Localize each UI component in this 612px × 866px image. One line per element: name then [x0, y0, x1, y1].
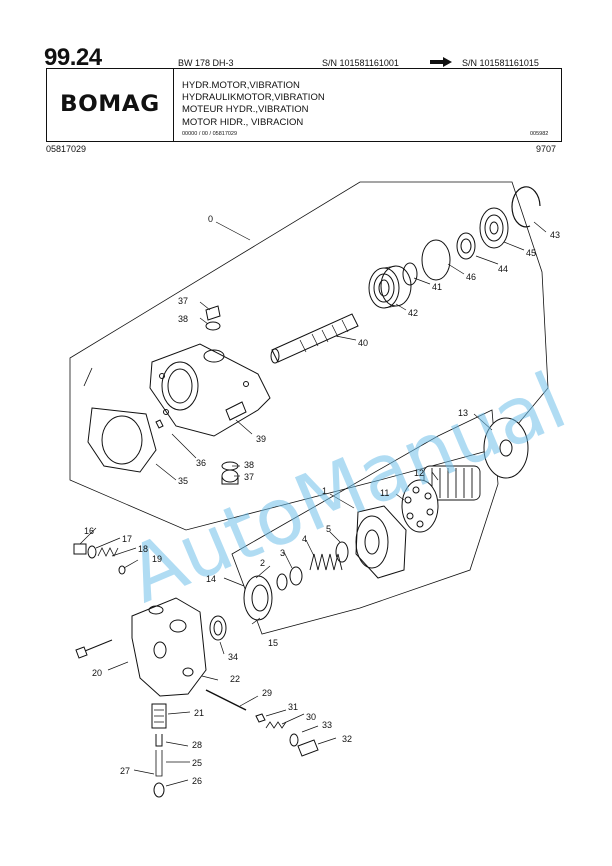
callout: 12 [414, 468, 424, 478]
plug-bottom-part [221, 461, 239, 485]
title-list: HYDR.MOTOR,VIBRATION HYDRAULIKMOTOR,VIBR… [182, 80, 325, 129]
callout: 4 [302, 534, 307, 544]
callout-labels: 0 1 2 3 4 5 11 12 13 14 15 16 17 18 19 2… [84, 214, 560, 786]
leader-lines [79, 221, 547, 787]
callout: 15 [268, 638, 278, 648]
check-valve-part [73, 543, 126, 575]
callout: 13 [458, 408, 468, 418]
serial-from: S/N 101581161001 [322, 58, 399, 68]
callout: 16 [84, 526, 94, 536]
title-es: MOTOR HIDR., VIBRACION [182, 116, 304, 128]
bearing-part [368, 265, 412, 309]
brand-logo: BOMAG [60, 92, 160, 117]
callout: 27 [120, 766, 130, 776]
title-block-divider [173, 68, 175, 142]
bolt-part [75, 639, 113, 659]
assembly-frame-lower [231, 409, 499, 635]
plug-top-part [205, 305, 221, 331]
pressure-fitting-part [151, 703, 167, 798]
callout: 42 [408, 308, 418, 318]
callout: 22 [230, 674, 240, 684]
port-block-part [131, 597, 207, 697]
retainer-plate-part [401, 479, 439, 533]
serial-to: S/N 101581161015 [462, 58, 539, 68]
callout: 34 [228, 652, 238, 662]
title-en: HYDR.MOTOR,VIBRATION [182, 80, 300, 91]
callout: 21 [194, 708, 204, 718]
callout: 26 [192, 776, 202, 786]
callout: 37 [178, 296, 188, 306]
callout: 40 [358, 338, 368, 348]
machine-model: BW 178 DH-3 [178, 58, 234, 68]
housing-part [149, 343, 271, 437]
washer-part-2 [276, 573, 288, 591]
callout: 14 [206, 574, 216, 584]
callout: 33 [322, 720, 332, 730]
callout: 5 [326, 524, 331, 534]
date-code: 9707 [536, 144, 557, 154]
callout: 32 [342, 734, 352, 744]
assembly-frame-upper [69, 181, 549, 531]
callout: 1 [322, 486, 327, 496]
part-number: 05817029 [46, 144, 87, 154]
tube-part [205, 689, 247, 711]
callout: 39 [256, 434, 266, 444]
callout: 38 [244, 460, 254, 470]
callout: 0 [208, 214, 213, 224]
title-block [46, 68, 562, 142]
callout: 25 [192, 758, 202, 768]
callout: 29 [262, 688, 272, 698]
callout: 20 [92, 668, 102, 678]
callout: 35 [178, 476, 188, 486]
plate-part [483, 417, 529, 479]
callout: 17 [122, 534, 132, 544]
valve-plate-part [243, 575, 273, 621]
callout: 41 [432, 282, 442, 292]
cylinder-block-part [355, 505, 407, 579]
needle-bearing-part [209, 615, 227, 641]
callout: 45 [526, 248, 536, 258]
callout: 11 [380, 488, 389, 498]
spring-part [309, 553, 343, 571]
callout: 3 [280, 548, 285, 558]
callout: 46 [466, 272, 476, 282]
callout: 37 [244, 472, 254, 482]
document-reference: 00000 / 00 / 05817029 [182, 131, 238, 137]
callout: 38 [178, 314, 188, 324]
page-number: 99.24 [44, 44, 102, 71]
callout: 18 [138, 544, 148, 554]
callout: 2 [260, 558, 265, 568]
callout: 28 [192, 740, 202, 750]
pin-part [155, 419, 164, 429]
document-code: 005982 [530, 131, 549, 137]
gasket-part [87, 407, 157, 473]
washer-part [289, 566, 303, 586]
ring-part [335, 541, 349, 563]
circlip-part [402, 262, 418, 286]
callout: 44 [498, 264, 508, 274]
cover-part [479, 207, 509, 249]
callout: 19 [152, 554, 162, 564]
title-de: HYDRAULIKMOTOR,VIBRATION [182, 92, 325, 104]
retaining-ring-part [511, 186, 541, 228]
adjuster-part [255, 713, 319, 757]
seal-part [456, 232, 476, 260]
callout: 43 [550, 230, 560, 240]
exploded-view-diagram: AutoManual 0 1 2 3 4 5 11 12 13 14 15 16… [69, 181, 579, 798]
callout: 31 [288, 702, 298, 712]
callout: 36 [196, 458, 206, 468]
o-ring-part [421, 239, 451, 281]
callout: 30 [306, 712, 316, 722]
serial-range-arrow-icon [430, 57, 452, 67]
shaft-part [270, 313, 359, 364]
title-fr: MOTEUR HYDR.,VIBRATION [182, 104, 309, 116]
